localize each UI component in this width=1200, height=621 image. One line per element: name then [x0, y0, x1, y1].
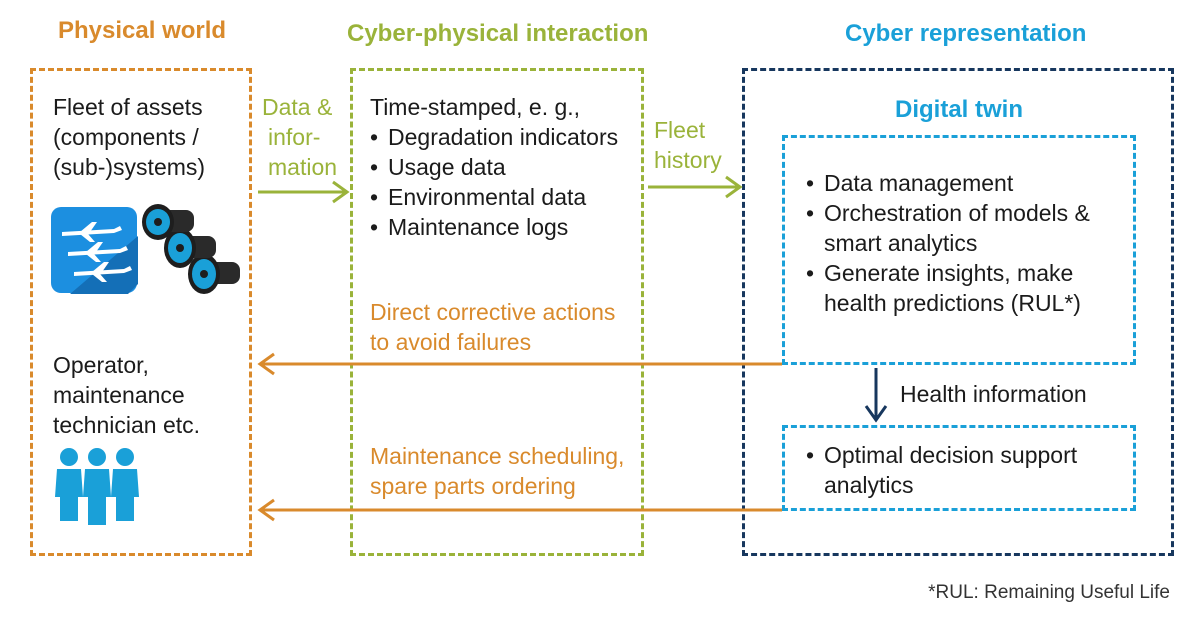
list-item: Optimal decision support analytics — [806, 440, 1077, 500]
digital-twin-box — [782, 135, 1136, 365]
operator-text: Operator, maintenance technician etc. — [53, 352, 201, 438]
cyber-representation-title: Cyber representation — [845, 20, 1087, 47]
data-information-arrow — [258, 180, 350, 204]
people-icon — [55, 448, 139, 525]
data-information-label: Data & infor- mation — [262, 94, 338, 180]
cyber-representation-box — [742, 68, 1174, 556]
fleet-history-label: Fleet history — [654, 117, 722, 173]
physical-world-title: Physical world — [58, 17, 227, 44]
maintenance-scheduling-arrow — [257, 498, 782, 522]
fleet-of-assets-text: Fleet of assets (components / (sub-)syst… — [53, 94, 206, 180]
digital-twin-title: Digital twin — [895, 96, 1023, 123]
decision-support-box — [782, 425, 1136, 511]
maintenance-scheduling-label: Maintenance scheduling, spare parts orde… — [370, 443, 625, 499]
list-item: Maintenance logs — [370, 212, 618, 242]
time-stamped-data-text: Time-stamped, e. g., Degradation indicat… — [370, 92, 618, 242]
rul-footnote: *RUL: Remaining Useful Life — [928, 582, 1170, 603]
list-item: Data management — [806, 168, 1090, 198]
list-item: Degradation indicators — [370, 122, 618, 152]
health-information-arrow — [864, 368, 888, 423]
cyber-physical-interaction-title: Cyber-physical interaction — [347, 20, 649, 47]
list-item: Environmental data — [370, 182, 618, 212]
digital-twin-list: Data management Orchestration of models … — [806, 168, 1090, 318]
cyber-physical-interaction-box — [350, 68, 644, 556]
airplanes-icon — [51, 207, 138, 294]
list-item: Orchestration of models & smart analytic… — [806, 198, 1090, 258]
list-item: Usage data — [370, 152, 618, 182]
corrective-actions-label: Direct corrective actions to avoid failu… — [370, 299, 616, 355]
physical-world-box — [30, 68, 252, 556]
health-information-label: Health information — [900, 381, 1087, 407]
fleet-history-arrow — [648, 175, 743, 199]
corrective-actions-arrow — [257, 352, 782, 376]
jet-engines-icon — [142, 204, 240, 294]
decision-support-list: Optimal decision support analytics — [806, 440, 1077, 500]
list-item: Generate insights, make health predictio… — [806, 258, 1090, 318]
